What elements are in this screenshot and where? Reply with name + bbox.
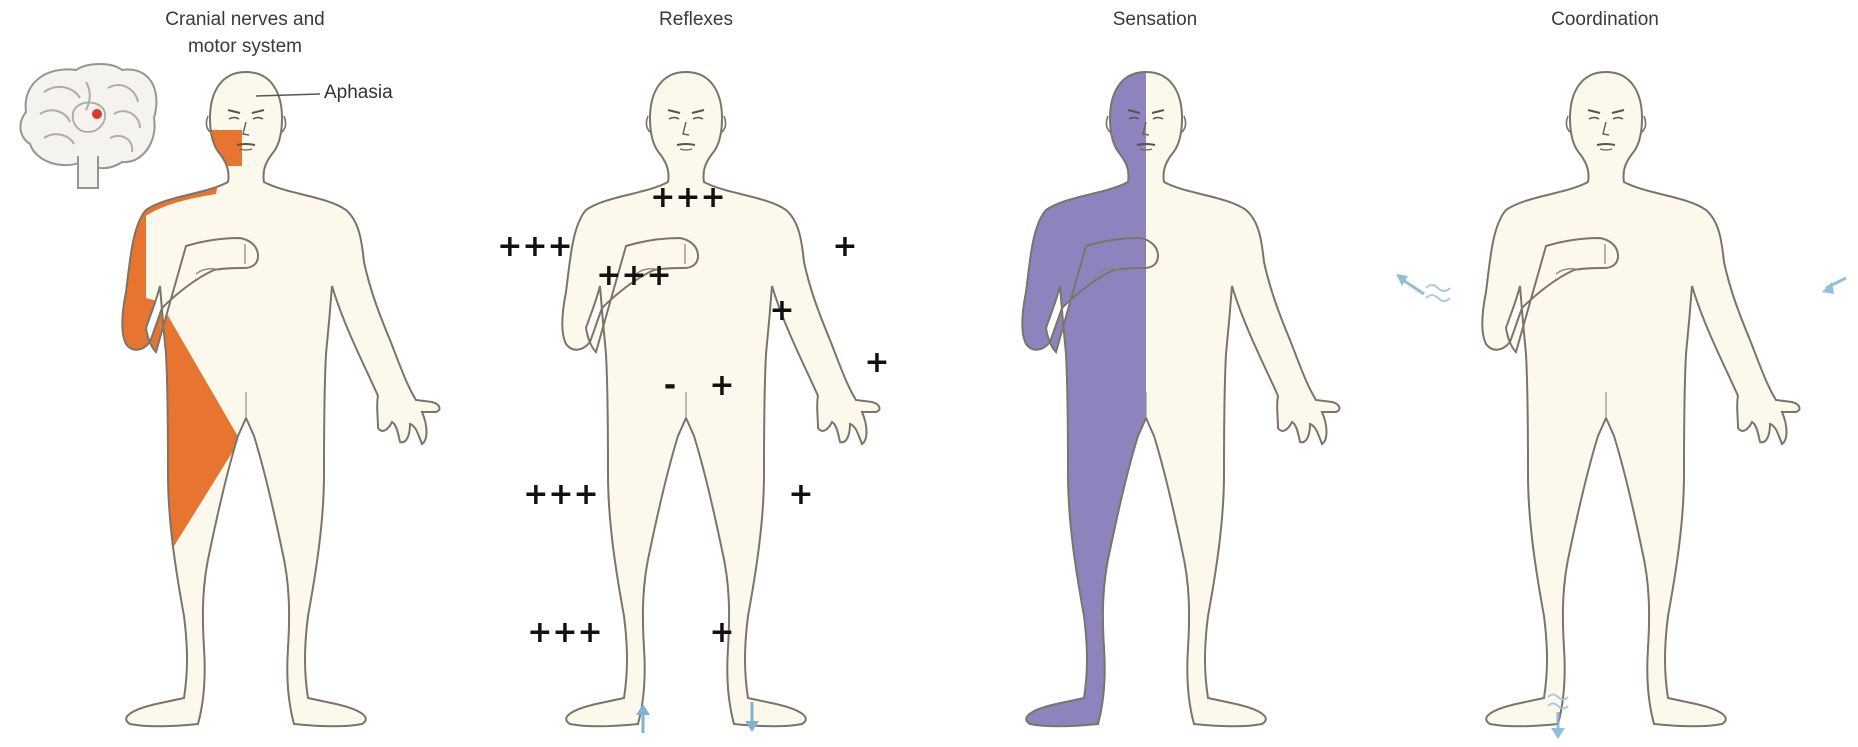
arm-tremor-left-icon xyxy=(1396,274,1450,301)
reflex-abdominal-right: + xyxy=(709,368,734,403)
aphasia-label: Aphasia xyxy=(324,82,393,104)
arm-tremor-right-icon xyxy=(1822,278,1846,294)
reflex-abdominal-left: - xyxy=(664,368,676,403)
sensation-figure xyxy=(896,22,1339,747)
lesion-marker xyxy=(92,109,102,119)
reflex-left-ankle: +++ xyxy=(527,615,602,650)
brain-coronal-icon xyxy=(20,64,156,188)
title-sensation: Sensation xyxy=(1055,6,1255,33)
reflex-left-biceps: +++ xyxy=(596,258,671,293)
coordination-figure xyxy=(1482,72,1799,726)
reflex-right-triceps: + xyxy=(769,293,794,328)
reflex-upper-chest: +++ xyxy=(650,180,725,215)
reflex-right-knee: + xyxy=(788,477,813,512)
reflex-left-knee: +++ xyxy=(523,477,598,512)
reflex-right-wrist: + xyxy=(864,345,889,380)
title-motor-line2: motor system xyxy=(130,33,360,60)
title-motor: Cranial nerves and motor system xyxy=(130,6,360,60)
reflex-right-ankle: + xyxy=(709,615,734,650)
title-motor-line1: Cranial nerves and xyxy=(130,6,360,33)
reflex-right-biceps: + xyxy=(832,229,857,264)
title-reflexes: Reflexes xyxy=(596,6,796,33)
title-coordination: Coordination xyxy=(1505,6,1705,33)
motor-figure xyxy=(46,72,439,747)
reflex-left-arm: +++ xyxy=(497,229,572,264)
